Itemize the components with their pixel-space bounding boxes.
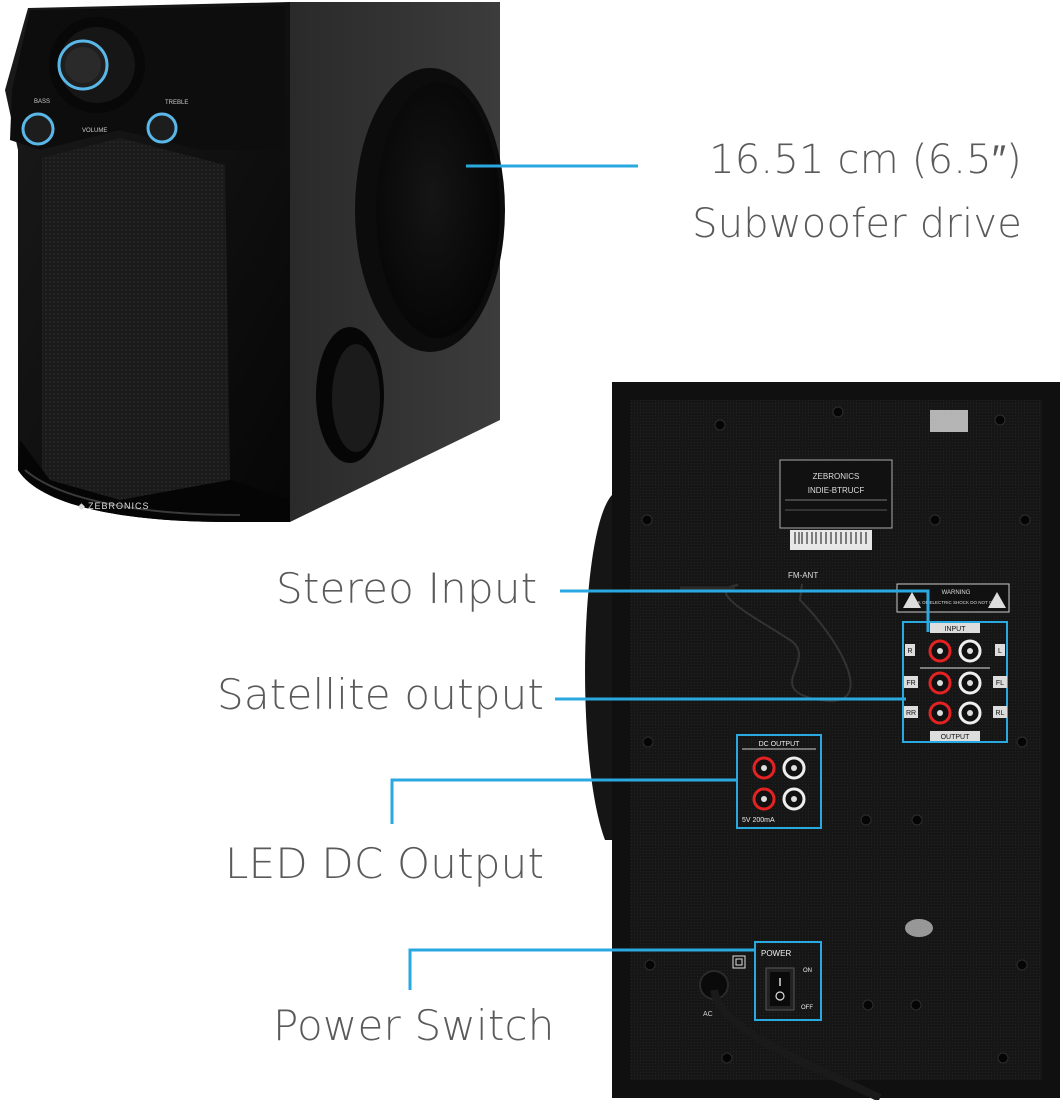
double-insulation-icon [732,955,746,969]
dc-output-label: DC OUTPUT [759,741,801,748]
led-dc-output-callout: LED DC Output [225,839,545,888]
label-model: INDIE-BTRUCF [808,486,865,495]
power-off-label: OFF [801,1005,813,1011]
power-switch-highlight [754,941,822,1021]
dc-spec-label: 5V 200mA [742,817,775,824]
warning-icon [988,592,1006,608]
jack-label-fl: FL [996,680,1004,687]
stereo-input-callout: Stereo Input [276,564,538,613]
jack-label-fr: FR [906,680,915,687]
warning-icon [903,592,921,608]
front-grille [42,138,230,500]
warning-text: RISK OF ELECTRIC SHOCK DO NOT OPEN [910,600,1001,605]
treble-label: TREBLE [165,100,188,106]
bass-label: BASS [34,99,50,105]
subwoofer-callout: 16.51 cm (6.5″) Subwoofer drive [640,128,1022,256]
fm-ant-label: FM-ANT [788,571,818,580]
subwoofer-drive-text: Subwoofer drive [692,201,1022,247]
dc-jack-icon [752,756,806,811]
ac-label: AC [703,1011,713,1018]
front-brand-logo: ZEBRONICS [88,501,150,511]
power-label: POWER [761,949,791,958]
jack-label-rl: RL [996,710,1005,717]
bass-knob [21,112,55,146]
jack-label-r: R [907,648,912,655]
input-label: INPUT [945,626,967,633]
power-cord [710,989,882,1102]
subwoofer-size-text: 16.51 cm (6.5″) [709,137,1022,183]
volume-label: VOLUME [82,128,107,134]
power-switch-callout-line [408,948,756,990]
fm-antenna-wire [724,583,852,702]
jack-label-l: L [998,648,1002,655]
treble-knob [146,112,178,144]
rear-speaker: ZEBRONICS INDIE-BTRUCF FM-ANT WARNING RI… [585,382,1060,1102]
jack-label-rr: RR [906,710,916,717]
rca-jack-icon [928,639,982,725]
dc-output-callout-line [390,778,738,824]
warning-title: WARNING [942,590,971,596]
product-label [779,459,893,529]
callout-lines [390,164,930,990]
stereo-input-callout-line [560,589,930,632]
front-speaker: BASS VOLUME TREBLE ZEBRONICS ◆ [5,2,505,522]
label-brand: ZEBRONICS [813,472,860,481]
output-label: OUTPUT [941,734,971,741]
brand-symbol-icon: ◆ [78,501,85,511]
screw-icon [641,406,1031,1064]
power-switch-callout: Power Switch [273,1001,555,1050]
satellite-output-callout: Satellite output [217,670,545,719]
power-on-label: ON [803,968,812,974]
